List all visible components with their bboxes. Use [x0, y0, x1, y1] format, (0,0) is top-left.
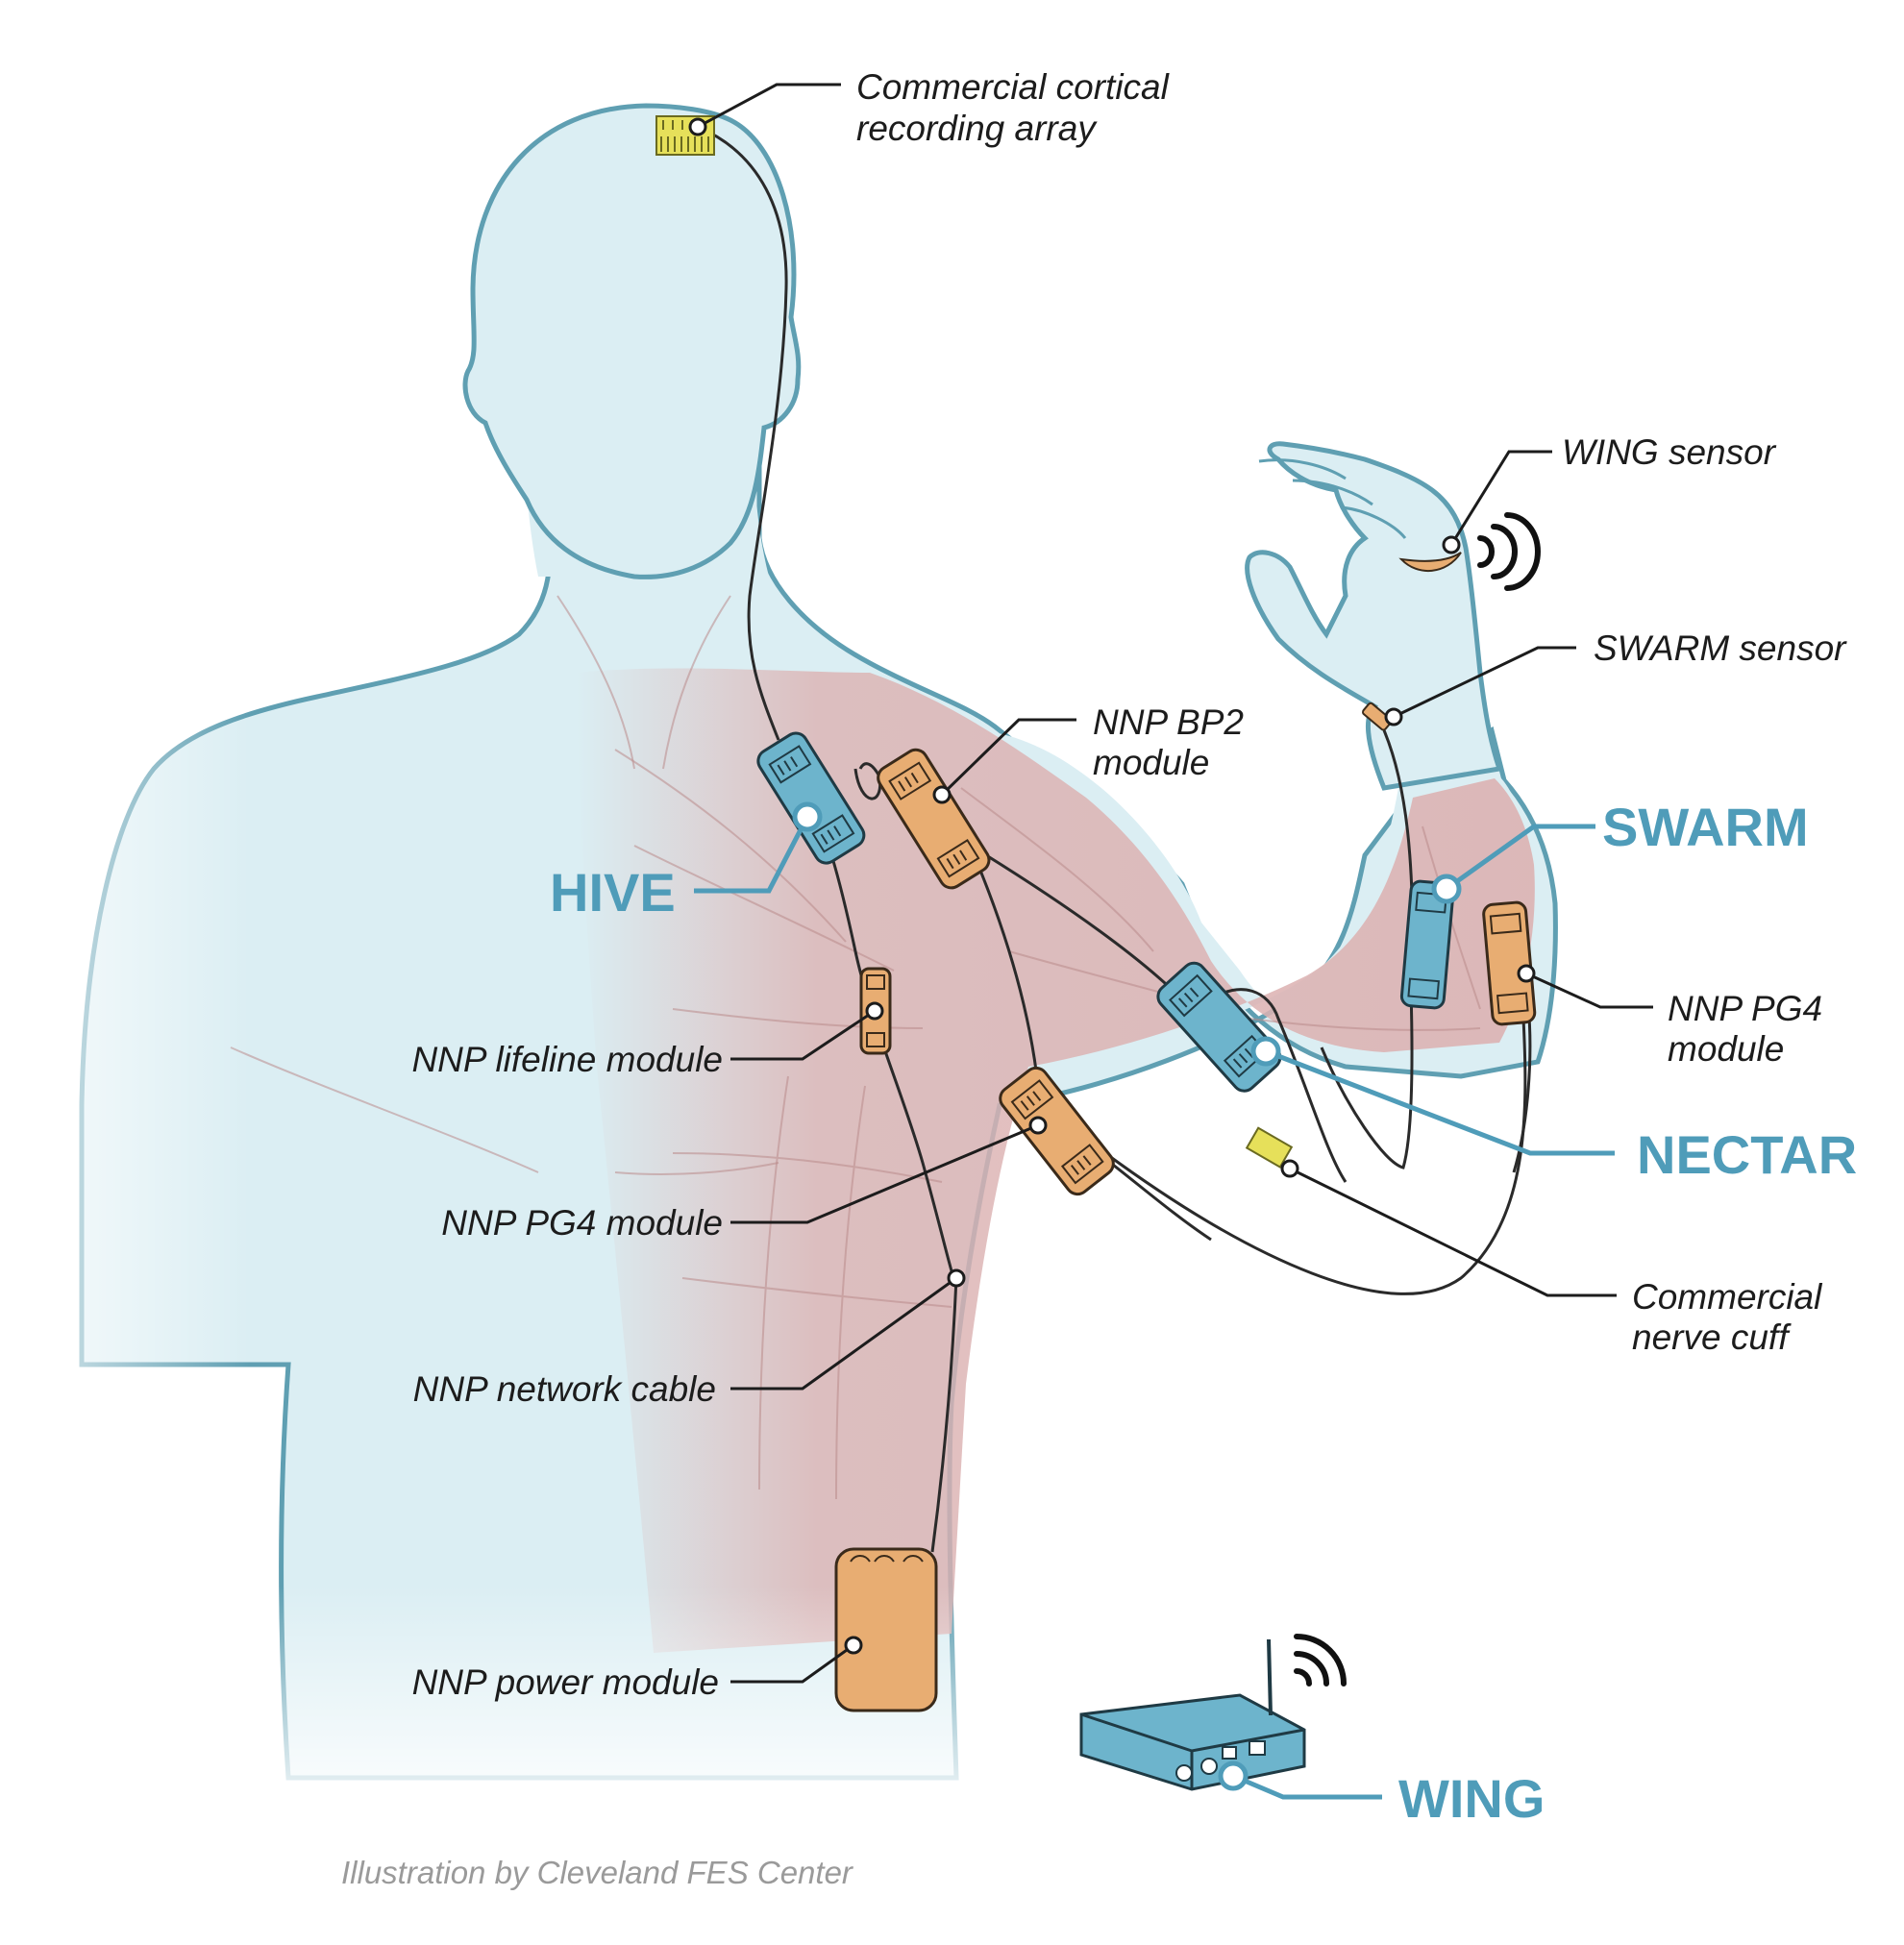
label-pg4-chest: NNP PG4 module	[441, 1203, 723, 1243]
label-wing-sensor: WING sensor	[1562, 432, 1777, 472]
label-network-cable: NNP network cable	[413, 1369, 716, 1409]
label-cortical-array-line2: recording array	[856, 109, 1098, 148]
label-bp2-line2: module	[1093, 743, 1209, 782]
hive-module	[756, 731, 866, 865]
wing-base-station	[1079, 1638, 1306, 1791]
nnp-pg4-module-chest	[999, 1066, 1115, 1196]
commercial-nerve-cuff	[1245, 1126, 1294, 1169]
labels: Commercial cortical recording array WING…	[341, 67, 1857, 1890]
wireless-signal-icon	[1477, 512, 1541, 591]
swarm-sensor	[1362, 702, 1393, 731]
label-nerve-cuff-line1: Commercial	[1632, 1277, 1823, 1317]
label-power-module: NNP power module	[412, 1662, 719, 1702]
label-cortical-array-line1: Commercial cortical	[856, 67, 1171, 107]
label-nerve-cuff-line2: nerve cuff	[1632, 1317, 1792, 1357]
label-swarm-sensor: SWARM sensor	[1594, 628, 1847, 668]
wireless-signal-icon	[1294, 1634, 1347, 1686]
illustration-credit: Illustration by Cleveland FES Center	[341, 1855, 854, 1890]
wing-sensor	[1398, 552, 1462, 572]
nnp-power-module	[834, 1547, 938, 1712]
nnp-pg4-module-forearm	[1482, 900, 1537, 1026]
label-swarm: SWARM	[1602, 797, 1809, 857]
leader-lines	[688, 83, 1653, 1800]
label-pg4-forearm-line2: module	[1668, 1029, 1784, 1069]
label-hive: HIVE	[550, 862, 676, 923]
nnp-bp2-module	[877, 748, 991, 890]
swarm-module	[1399, 879, 1455, 1010]
musculature	[230, 595, 1535, 1653]
label-nectar: NECTAR	[1637, 1124, 1857, 1185]
label-pg4-forearm-line1: NNP PG4	[1668, 989, 1822, 1028]
label-wing: WING	[1398, 1768, 1545, 1829]
label-lifeline: NNP lifeline module	[411, 1040, 723, 1079]
label-bp2-line1: NNP BP2	[1093, 702, 1244, 742]
